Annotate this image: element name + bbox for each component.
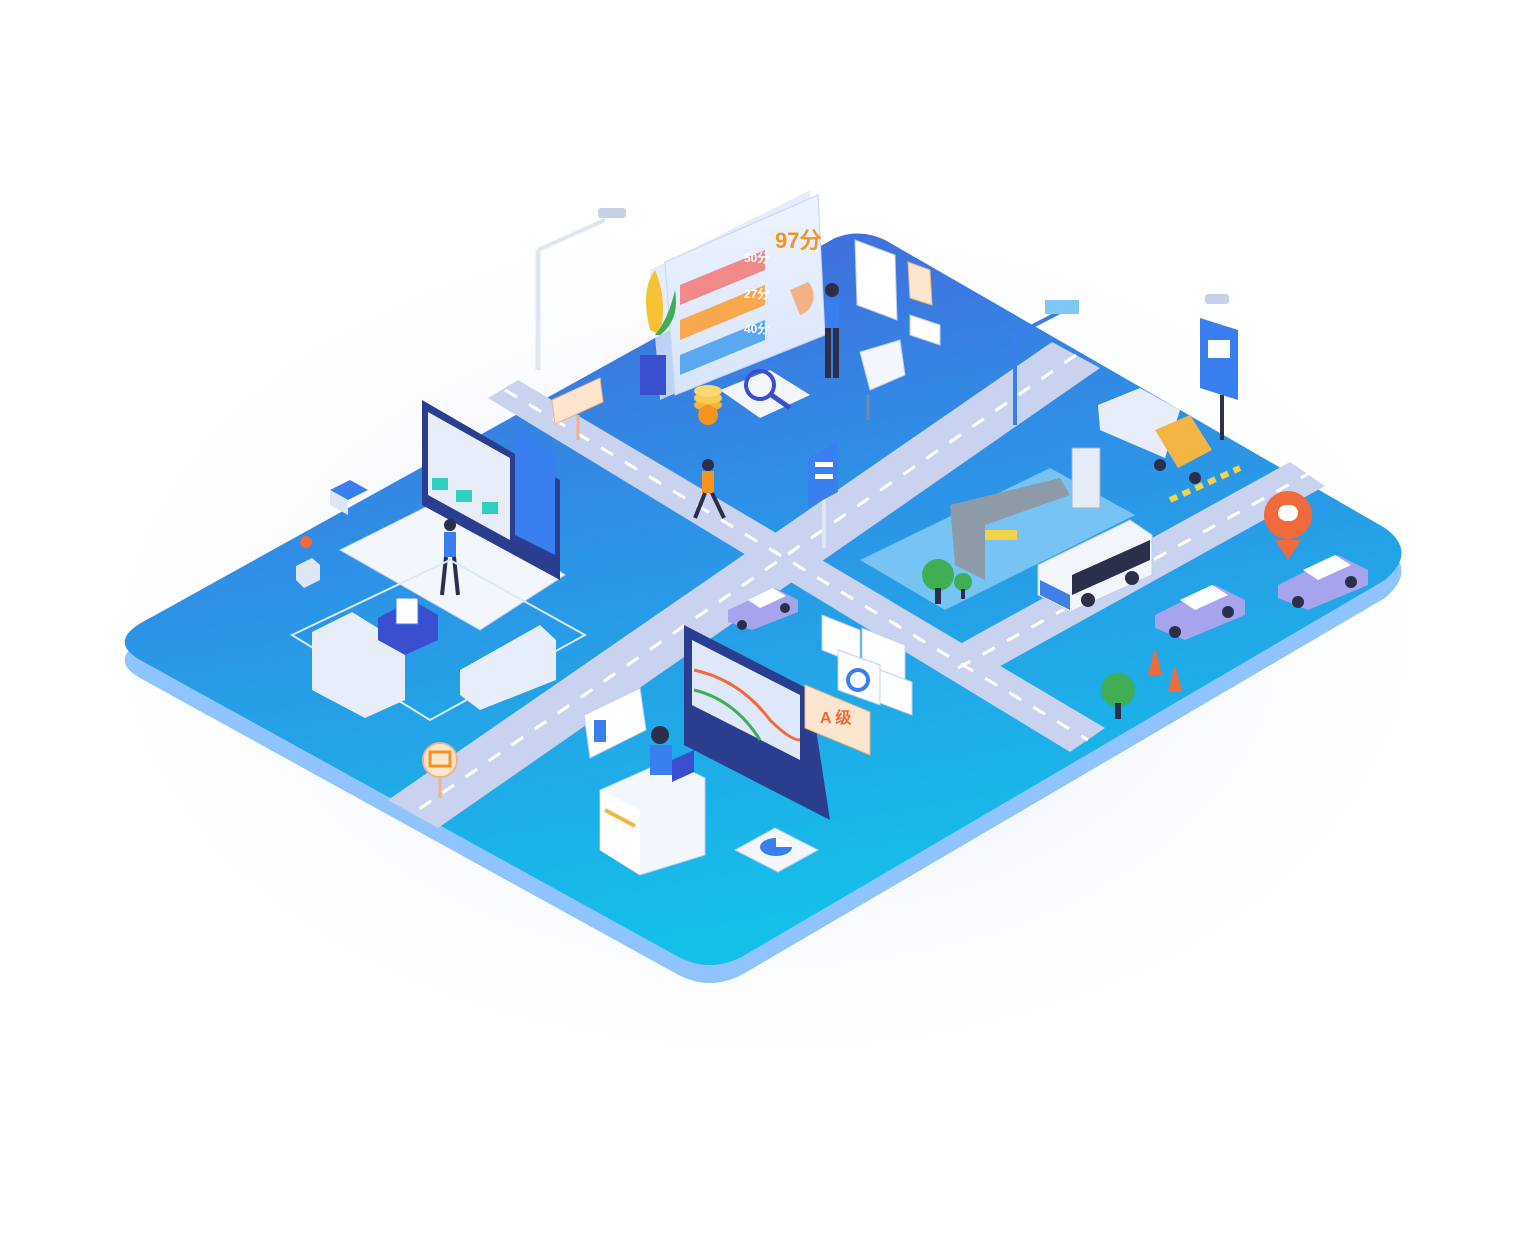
camera-icon-right	[1205, 294, 1229, 304]
alarm-icon	[1264, 491, 1312, 560]
trees	[922, 559, 1135, 719]
score-row-2: 27分	[680, 285, 769, 340]
car-2	[1278, 555, 1368, 610]
traffic-cones	[1148, 648, 1182, 692]
office-chair	[859, 339, 906, 420]
server-rack	[515, 430, 555, 555]
shelter-bench	[985, 530, 1017, 540]
gate-icon	[422, 742, 458, 798]
score-row-2-label: 27分	[744, 286, 769, 301]
storage-boxes	[289, 558, 588, 722]
truck-sign-icon	[1208, 340, 1230, 358]
potted-plant	[640, 270, 676, 395]
operator-desk	[599, 726, 706, 876]
map-pin-icon-left	[300, 536, 313, 562]
score-total: 97分	[775, 228, 821, 253]
info-board	[1071, 447, 1101, 509]
camera-icon	[598, 208, 626, 218]
map-pin-icon	[698, 405, 719, 450]
car-1	[1155, 585, 1245, 640]
car-3	[728, 588, 798, 630]
street-light	[535, 208, 626, 370]
documents	[854, 239, 941, 346]
street-light-right	[1013, 300, 1079, 425]
magnifier-icon	[720, 369, 810, 418]
analyst-person	[825, 283, 839, 378]
road-sign	[808, 442, 838, 548]
devices-left	[296, 480, 368, 588]
grade-label: A 级	[820, 708, 852, 727]
monitoring-center: A 级	[583, 614, 913, 820]
truck-sign	[1200, 294, 1238, 440]
pie-chart-plate	[733, 827, 820, 873]
truck	[1098, 388, 1242, 503]
bus	[1037, 519, 1153, 613]
score-dashboard: 50分 27分 40分 97分	[650, 190, 826, 400]
bus-shelter	[950, 478, 1070, 580]
score-row-3-label: 40分	[744, 321, 769, 336]
score-row-3: 40分	[680, 320, 769, 375]
pedestrian	[693, 405, 726, 519]
score-row-1-label: 50分	[744, 250, 769, 265]
pie-chart-icon	[790, 282, 814, 315]
score-row-1: 50分	[680, 250, 769, 305]
billboard-sign	[551, 377, 604, 440]
